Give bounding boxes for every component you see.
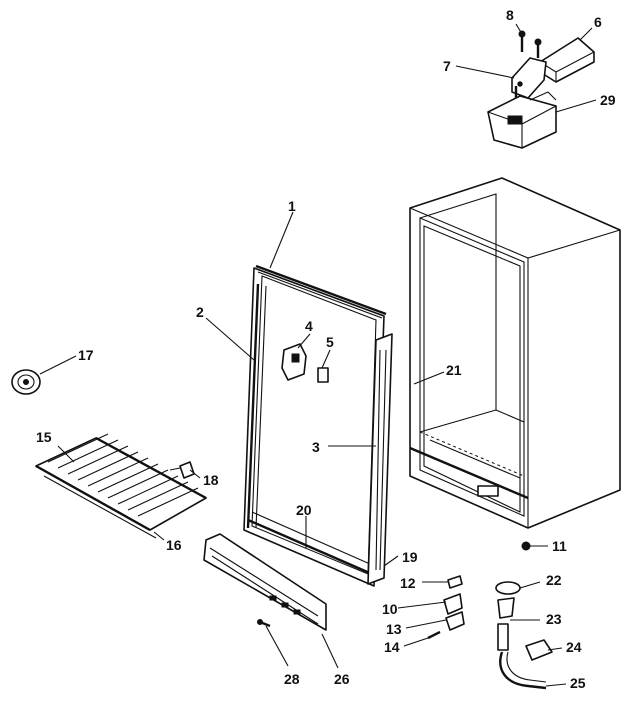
- door-gasket-top: [255, 264, 387, 319]
- callout-17: 17: [78, 347, 94, 363]
- hinge-support-block: [487, 91, 557, 149]
- door-panel: [243, 267, 385, 587]
- callout-13: 13: [386, 621, 402, 637]
- callout-18: 18: [203, 472, 219, 488]
- callout-16: 16: [166, 537, 182, 553]
- callout-26: 26: [334, 671, 350, 687]
- callout-22: 22: [546, 572, 562, 588]
- callout-7: 7: [443, 58, 451, 74]
- door-gasket-left: [246, 283, 267, 529]
- callout-5: 5: [326, 334, 334, 350]
- callout-28: 28: [284, 671, 300, 687]
- callout-29: 29: [600, 92, 616, 108]
- callout-labels: 1 2 3 4 5 6 7 8 10 11 12 13 14 15 16 17 …: [36, 7, 616, 691]
- callout-25: 25: [570, 675, 586, 691]
- drain-assembly: [495, 581, 553, 690]
- drain-plug-17: [11, 369, 41, 395]
- door-gasket-right: [367, 333, 393, 585]
- hinge-plate: [511, 57, 547, 99]
- hardware-parts: [427, 541, 531, 640]
- callout-11: 11: [552, 538, 567, 554]
- freezer-cabinet: [409, 177, 621, 529]
- callout-8: 8: [506, 7, 514, 23]
- callout-14: 14: [384, 639, 400, 655]
- callout-23: 23: [546, 611, 562, 627]
- callout-6: 6: [594, 14, 602, 30]
- callout-1: 1: [288, 198, 296, 214]
- callout-3: 3: [312, 439, 320, 455]
- callout-19: 19: [402, 549, 418, 565]
- callout-20: 20: [296, 502, 312, 518]
- shelf-clip: [169, 461, 195, 479]
- callout-21: 21: [446, 362, 462, 378]
- callout-10: 10: [382, 601, 398, 617]
- door-latch: [281, 343, 307, 381]
- callout-12: 12: [400, 575, 416, 591]
- callout-15: 15: [36, 429, 52, 445]
- kickplate-screw: [257, 619, 271, 628]
- callout-4: 4: [305, 318, 313, 334]
- hinge-bracket: [539, 37, 595, 83]
- callout-2: 2: [196, 304, 204, 320]
- kickplate: [203, 533, 327, 631]
- callout-24: 24: [566, 639, 582, 655]
- wire-shelf: [35, 433, 207, 539]
- door-gasket-bottom: [247, 511, 373, 576]
- leader-lines: [39, 23, 597, 687]
- latch-clip: [317, 367, 329, 383]
